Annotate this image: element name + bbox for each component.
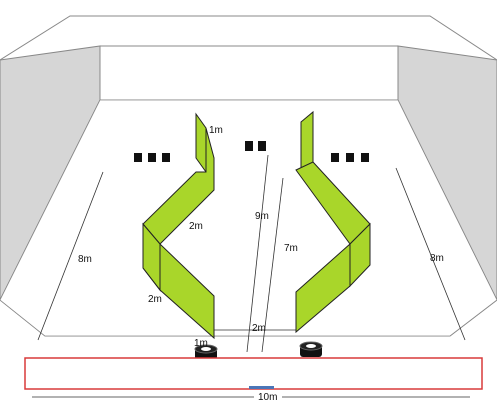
label-center-gap: 2m: [252, 323, 266, 334]
start-position-marker: [249, 386, 274, 389]
square-block-icon: [134, 153, 142, 162]
label-center-long: 9m: [255, 211, 269, 222]
square-block-icon: [331, 153, 339, 162]
label-top-panel-left: 1m: [209, 125, 223, 136]
arena-floor: [0, 99, 497, 337]
label-bottom-gap-left: 1m: [194, 338, 208, 349]
marker-group-right: [331, 153, 369, 162]
left-barrier-panel-lower: [142, 242, 215, 340]
label-bottom-width: 10m: [258, 392, 277, 400]
start-zone: [24, 357, 483, 390]
center-short-guide: [261, 177, 284, 353]
arena-wall-right-face: [397, 45, 497, 301]
label-panel-middle-left: 2m: [189, 221, 203, 232]
tire-icon: [299, 341, 323, 357]
right-barrier-panel-top: [300, 110, 314, 171]
square-block-icon: [346, 153, 354, 162]
label-panel-lower-left: 2m: [148, 294, 162, 305]
label-center-short: 7m: [284, 243, 298, 254]
square-block-icon: [162, 153, 170, 162]
square-block-icon: [258, 141, 266, 151]
left-barrier: [142, 112, 215, 340]
square-block-icon: [148, 153, 156, 162]
marker-group-center: [245, 141, 266, 151]
right-side-guide: [395, 167, 466, 341]
arena-wall-back-face: [99, 45, 399, 101]
tire-icon: [194, 344, 218, 360]
left-side-guide: [37, 171, 104, 341]
center-long-guide: [246, 154, 269, 353]
right-barrier: [295, 110, 371, 334]
right-barrier-panel-lower: [295, 242, 351, 334]
square-block-icon: [245, 141, 253, 151]
marker-group-left: [134, 153, 170, 162]
label-left-side: 8m: [78, 254, 92, 265]
square-block-icon: [361, 153, 369, 162]
label-right-side: 8m: [430, 253, 444, 264]
